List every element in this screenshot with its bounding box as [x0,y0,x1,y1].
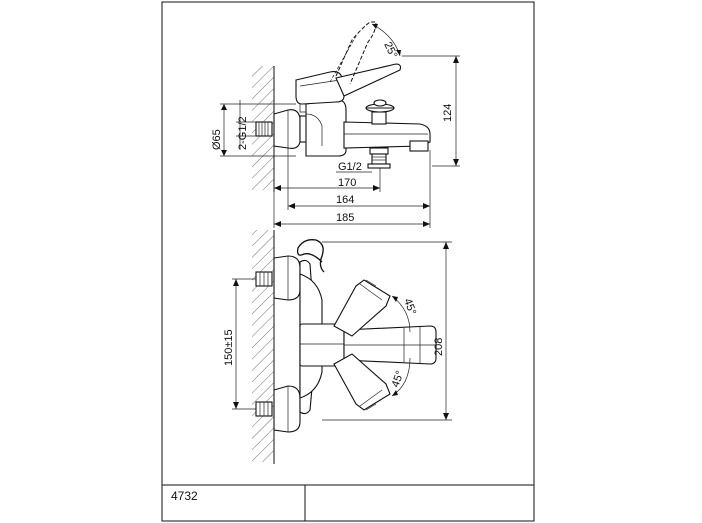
side-mixer-body [305,99,347,157]
dim-170-label: 170 [338,177,356,189]
angle-25-label: 25° [381,40,399,60]
dim-150-label: 150±15 [223,329,235,366]
top-flange-lower [273,385,301,433]
top-lever-lower [333,353,391,411]
side-inlet-nipple [255,121,273,137]
side-lever-raised [329,21,377,85]
top-wall-hatch [252,230,274,462]
dim-185-label: 185 [336,212,354,224]
dim-124-label: 124 [442,104,454,122]
dim-65-label: Ø65 [211,129,223,150]
top-lever-upper [333,279,391,337]
side-diverter-knob [365,99,395,125]
title-block: 4732 [161,484,534,522]
side-shower-outlet [367,147,391,169]
dim-g12-outlet-label: G1/2 [338,161,362,173]
angle-45-lower-label: 45° [390,369,407,389]
top-flange-upper [273,255,301,301]
side-view: 25° 124 Ø65 2-G1/2 G1/2 170 [211,21,460,228]
sheet-border [161,1,535,522]
dim-208-label: 208 [433,338,445,356]
side-wall-flange [273,109,301,149]
top-view: 45° 45° 150±15 208 [223,230,452,464]
dim-164-label: 164 [336,194,354,206]
top-shower-hook [296,239,325,273]
model-code-label: 4732 [171,489,198,503]
dim-g12-inlet-label: 2-G1/2 [237,116,249,150]
angle-45-upper-label: 45° [401,297,418,317]
top-lever-base [299,323,345,367]
